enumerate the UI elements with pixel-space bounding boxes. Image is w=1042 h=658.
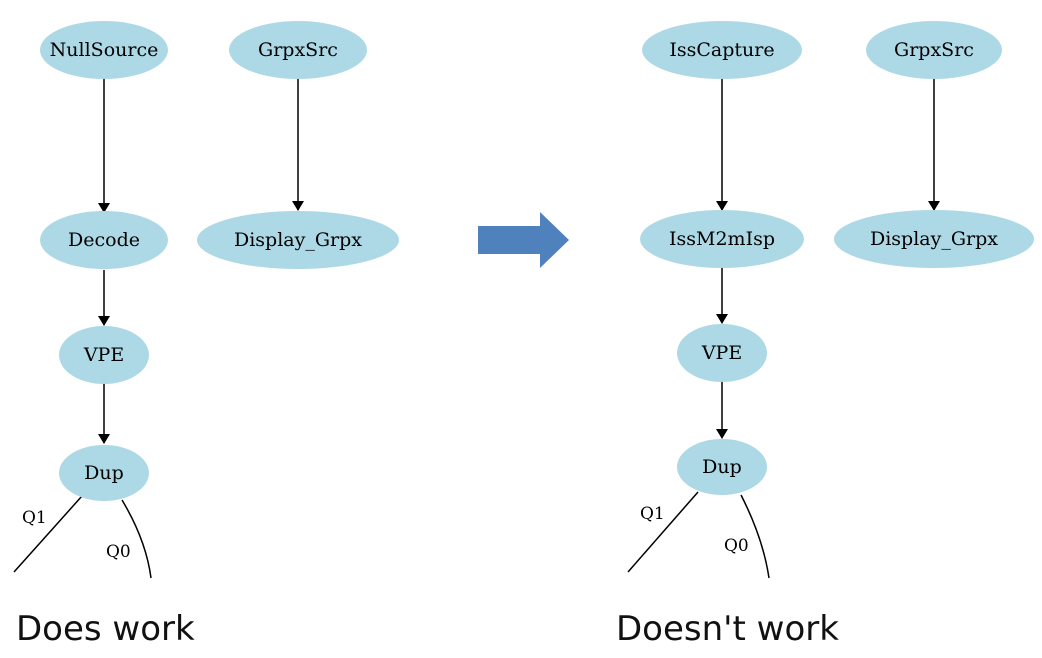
right-node-isscapture: IssCapture (642, 21, 802, 79)
right-arrow-icon (478, 212, 569, 268)
left-node-display-grpx-label: Display_Grpx (234, 229, 362, 251)
right-node-grpxsrc-label: GrpxSrc (894, 39, 974, 61)
right-diagram: IssCapture GrpxSrc IssM2mIsp Display_Grp… (627, 21, 1034, 579)
left-diagram: NullSource GrpxSrc Decode Display_Grpx V… (13, 21, 399, 579)
left-node-dup: Dup (59, 445, 149, 501)
right-node-issm2misp: IssM2mIsp (640, 210, 804, 268)
caption-does-work: Does work (16, 609, 195, 649)
right-node-grpxsrc: GrpxSrc (866, 21, 1002, 79)
left-node-nullsource-label: NullSource (50, 39, 159, 61)
left-node-dup-label: Dup (84, 462, 124, 484)
left-edge-dup-q1 (13, 495, 83, 573)
left-edge-label-q0: Q0 (106, 542, 131, 562)
right-node-vpe-label: VPE (701, 342, 742, 364)
right-node-display-grpx: Display_Grpx (834, 210, 1034, 268)
right-node-vpe: VPE (677, 324, 767, 382)
left-node-display-grpx: Display_Grpx (197, 211, 399, 269)
right-edge-label-q1: Q1 (640, 504, 665, 524)
left-node-decode: Decode (40, 211, 168, 269)
right-node-display-grpx-label: Display_Grpx (870, 228, 998, 250)
right-node-issm2misp-label: IssM2mIsp (669, 228, 775, 250)
left-node-decode-label: Decode (68, 229, 140, 251)
left-node-grpxsrc: GrpxSrc (229, 21, 367, 79)
right-node-isscapture-label: IssCapture (669, 39, 774, 61)
left-edge-label-q1: Q1 (22, 508, 47, 528)
left-node-vpe: VPE (59, 326, 149, 384)
right-node-dup: Dup (677, 439, 767, 495)
right-node-dup-label: Dup (702, 456, 742, 478)
left-node-grpxsrc-label: GrpxSrc (258, 39, 338, 61)
left-edge-dup-q0 (121, 499, 152, 579)
caption-doesnt-work: Doesn't work (616, 609, 839, 649)
right-edge-label-q0: Q0 (724, 536, 749, 556)
left-node-nullsource: NullSource (40, 21, 168, 79)
left-node-vpe-label: VPE (83, 344, 124, 366)
right-edge-dup-q0 (740, 494, 770, 579)
right-edge-dup-q1 (627, 491, 699, 573)
